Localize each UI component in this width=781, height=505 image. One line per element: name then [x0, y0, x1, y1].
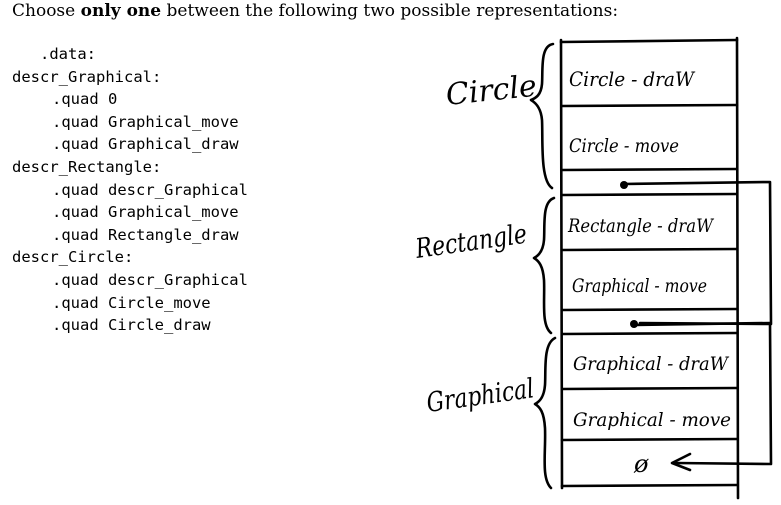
pointer-dot — [630, 320, 638, 328]
code-line: descr_Rectangle: — [12, 157, 162, 176]
row-divider — [560, 483, 739, 488]
pointer-arrow-rectangle-to-graphical — [632, 321, 773, 466]
brace-graphical — [533, 336, 557, 490]
row-divider — [560, 247, 739, 252]
cell-graphical-move: Graphical - move — [573, 409, 731, 431]
code-line: .quad 0 — [52, 90, 118, 109]
group-label-circle: Circle — [444, 69, 538, 113]
row-divider — [560, 307, 739, 312]
code-line: .data: — [40, 45, 96, 63]
code-line: .quad descr_Graphical — [52, 270, 248, 289]
memory-column-top — [559, 38, 739, 44]
row-divider — [560, 192, 739, 197]
cell-circle-draw: Circle - draW — [569, 67, 695, 91]
cell-null-pointer: ø — [633, 450, 649, 478]
code-line: .quad Circle_draw — [52, 316, 211, 335]
row-divider — [560, 167, 739, 172]
row-divider — [560, 103, 739, 108]
cell-circle-move: Circle - move — [569, 135, 679, 157]
code-line: .quad Graphical_draw — [52, 135, 239, 154]
row-divider — [560, 386, 739, 391]
pointer-dot — [620, 181, 628, 189]
code-line: descr_Circle: — [12, 248, 134, 267]
row-divider — [560, 437, 739, 442]
code-line: .quad descr_Graphical — [52, 180, 248, 199]
brace-rectangle — [532, 196, 556, 335]
code-line: .quad Graphical_move — [52, 203, 239, 222]
code-line: .quad Rectangle_draw — [52, 225, 239, 244]
code-line: .quad Circle_move — [52, 293, 211, 312]
code-line: descr_Graphical: — [12, 67, 162, 86]
arrowhead-icon — [670, 452, 692, 472]
code-line: .quad Graphical_move — [52, 112, 239, 131]
group-label-rectangle: Rectangle — [413, 219, 529, 265]
cell-graphical-draw: Graphical - draW — [573, 353, 729, 375]
memory-column-right-border — [735, 36, 740, 500]
memory-column-left-border — [559, 38, 564, 490]
row-divider — [560, 331, 739, 336]
assembly-code-block: .data: descr_Graphical: .quad 0 .quad Graph… — [12, 43, 248, 337]
cell-rectangle-draw: Rectangle - draW — [567, 215, 714, 237]
group-label-graphical: Graphical — [425, 373, 536, 419]
instruction-prefix: Choose — [12, 1, 81, 21]
instruction-suffix: between the following two possible repre… — [161, 1, 619, 21]
cell-rectangle-graphical-move: Graphical - move — [572, 275, 707, 297]
instruction-emphasis: only one — [80, 1, 162, 21]
instruction-text: Choose only one between the following tw… — [12, 0, 618, 22]
pointer-arrow-circle-to-rectangle — [622, 180, 773, 326]
brace-circle — [529, 42, 555, 190]
